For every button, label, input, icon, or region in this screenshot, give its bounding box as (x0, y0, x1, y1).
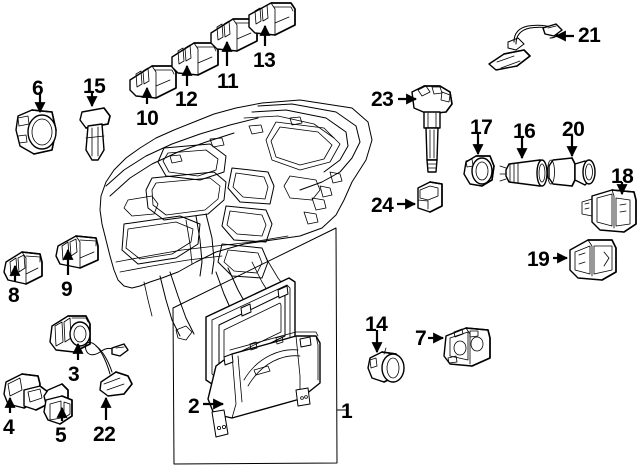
callout-19[interactable]: 19 (527, 248, 550, 271)
callout-10[interactable]: 10 (136, 107, 159, 130)
callout-22[interactable]: 22 (93, 423, 116, 446)
callout-18[interactable]: 18 (611, 165, 634, 188)
callout-3[interactable]: 3 (68, 363, 80, 386)
callout-14[interactable]: 14 (365, 313, 388, 336)
part-13-rocker-switch (248, 2, 296, 36)
callout-9[interactable]: 9 (61, 278, 73, 301)
callout-23[interactable]: 23 (371, 88, 394, 111)
part-22-antenna-lead (85, 341, 133, 397)
part-8-window-switch (3, 251, 43, 285)
callout-1[interactable]: 1 (341, 400, 353, 423)
callout-24[interactable]: 24 (371, 194, 394, 217)
part-10-rocker-switch (129, 65, 177, 99)
callout-5[interactable]: 5 (55, 424, 67, 447)
callout-20[interactable]: 20 (562, 118, 585, 141)
callout-6[interactable]: 6 (32, 77, 44, 100)
callout-17[interactable]: 17 (470, 116, 493, 139)
callout-8[interactable]: 8 (8, 284, 20, 307)
callout-4[interactable]: 4 (3, 416, 15, 439)
part-21-sensor-lead (488, 23, 563, 71)
part-19-rocker-switch (569, 239, 617, 281)
part-20-power-outlet (547, 157, 596, 187)
part-6-knob (15, 109, 57, 155)
part-23-ignition-coil (411, 85, 453, 173)
part-9-window-switch (55, 235, 99, 269)
callout-21[interactable]: 21 (578, 24, 601, 47)
part-5-switch (43, 383, 73, 425)
callout-15[interactable]: 15 (83, 75, 106, 98)
part-18-rocker-switch (581, 189, 637, 233)
part-12-rocker-switch (171, 42, 219, 76)
callout-7[interactable]: 7 (415, 327, 427, 350)
callout-16[interactable]: 16 (513, 120, 536, 143)
cluster-boundary-box (172, 227, 347, 465)
callout-11[interactable]: 11 (217, 70, 239, 93)
callout-12[interactable]: 12 (175, 88, 198, 111)
part-15-clip (79, 107, 111, 161)
callout-13[interactable]: 13 (253, 49, 276, 72)
leader-lines (4, 24, 628, 421)
part-16-lighter-element (499, 159, 548, 187)
part-3-mirror-switch (49, 315, 91, 353)
part-7-seat-heater-switch (443, 327, 491, 367)
callout-2[interactable]: 2 (188, 395, 200, 418)
part-14-key-switch (367, 347, 405, 383)
part-2-instrument-cluster (205, 277, 321, 438)
part-17-socket-bezel (463, 155, 495, 187)
part-24-connector (417, 181, 443, 213)
